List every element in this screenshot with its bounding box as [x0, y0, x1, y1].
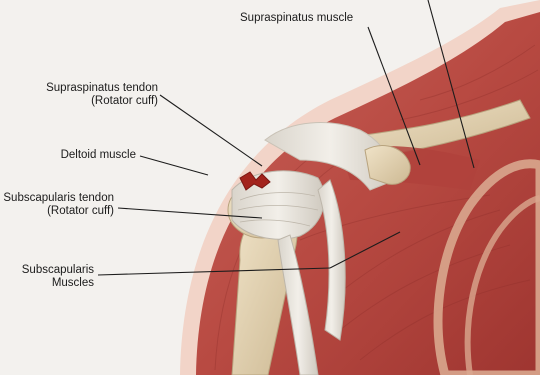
- label-subscapularis-tendon-line2: (Rotator cuff): [0, 205, 114, 218]
- label-deltoid-muscle: Deltoid muscle: [40, 149, 136, 162]
- leader-deltoid-muscle: [140, 156, 208, 175]
- label-supraspinatus-muscle: Supraspinatus muscle: [240, 12, 353, 25]
- leader-supraspinatus-tendon: [160, 95, 262, 166]
- label-subscapularis-tendon: Subscapularis tendon (Rotator cuff): [0, 192, 114, 218]
- label-supraspinatus-tendon-line1: Supraspinatus tendon: [30, 82, 158, 95]
- label-subscapularis-tendon-line1: Subscapularis tendon: [0, 192, 114, 205]
- label-subscapularis-muscles: Subscapularis Muscles: [10, 264, 94, 290]
- label-supraspinatus-tendon-line2: (Rotator cuff): [30, 95, 158, 108]
- label-supraspinatus-tendon: Supraspinatus tendon (Rotator cuff): [30, 82, 158, 108]
- label-subscapularis-muscles-line1: Subscapularis: [10, 264, 94, 277]
- label-subscapularis-muscles-line2: Muscles: [10, 277, 94, 290]
